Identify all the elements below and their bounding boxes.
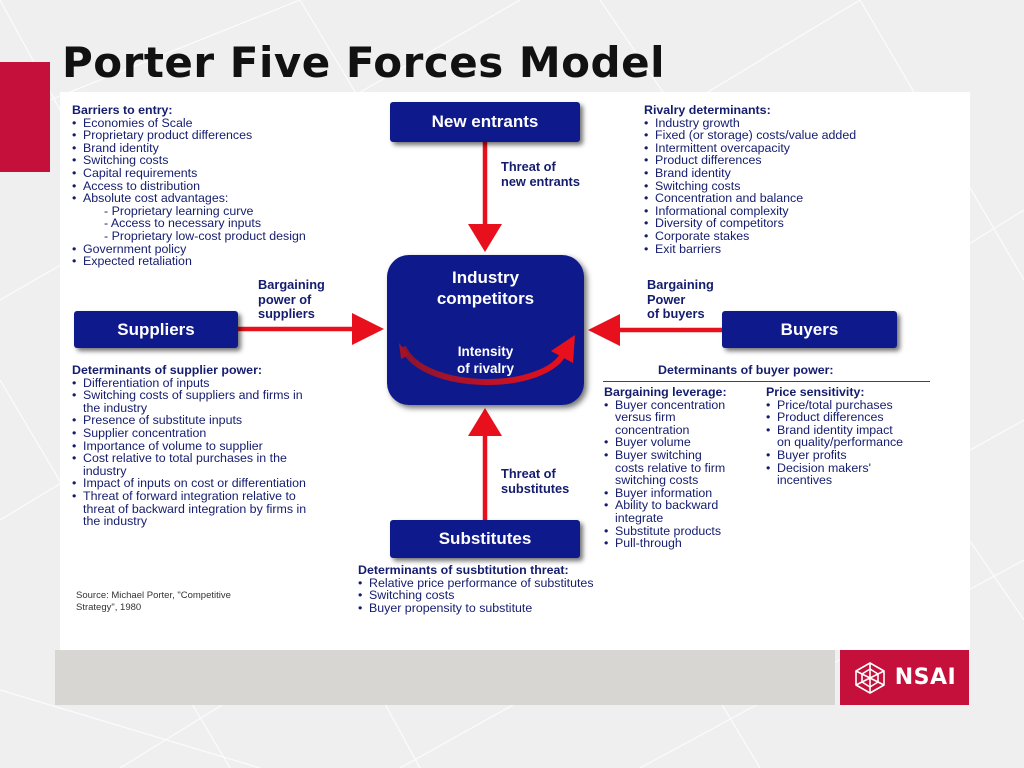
rivalry-arrow xyxy=(399,335,575,385)
arrowhead-right xyxy=(352,313,384,345)
industry-competitors-label: Industry competitors xyxy=(436,268,535,308)
rivalry-determinants-block: Rivalry determinants: Industry growth Fi… xyxy=(644,104,944,255)
list-item: Intermittent overcapacity xyxy=(644,142,944,155)
arrowhead-left xyxy=(588,314,620,346)
list-item: Impact of inputs on cost or differentiat… xyxy=(72,477,372,490)
list-item: Buyer information xyxy=(604,487,764,500)
nsai-logo: NSAI xyxy=(840,650,969,705)
list-item: Corporate stakes xyxy=(644,230,944,243)
list-item: Relative price performance of substitute… xyxy=(358,576,678,590)
threat-substitutes-label: Threat of substitutes xyxy=(501,466,570,496)
list-item: Price/total purchases xyxy=(766,398,966,412)
barriers-to-entry-block: Barriers to entry: Economies of Scale Pr… xyxy=(72,104,372,268)
list-item: Switching costs xyxy=(644,179,944,193)
source-citation: Source: Michael Porter, "Competitive Str… xyxy=(76,590,231,613)
footer-bar xyxy=(55,650,835,705)
geodesic-polyhedron-icon xyxy=(854,661,885,694)
buyer-power-divider xyxy=(603,381,930,382)
suppliers-box: Suppliers xyxy=(74,311,238,348)
substitution-threat-heading: Determinants of susbtitution threat: xyxy=(358,563,569,577)
list-item: Industry growth xyxy=(644,116,944,130)
list-item: Government policy xyxy=(72,242,372,256)
industry-competitors-box: Industry competitors Intensity of rivalr… xyxy=(387,255,584,405)
list-item: Fixed (or storage) costs/value added xyxy=(644,129,944,142)
sub-list-item: - Access to necessary inputs xyxy=(104,216,262,231)
list-item: Switching costs of suppliers and firms i… xyxy=(72,389,372,414)
list-item: Brand identity xyxy=(72,142,372,155)
price-sensitivity-block: Price sensitivity: Price/total purchases… xyxy=(766,386,966,487)
list-item: Substitute products xyxy=(604,524,764,538)
list-item: Importance of volume to supplier xyxy=(72,439,372,453)
list-item: Informational complexity xyxy=(644,205,944,218)
title-accent-bar xyxy=(0,62,50,172)
list-item: Switching costs xyxy=(72,154,372,167)
new-entrants-box: New entrants xyxy=(390,102,580,142)
buyers-box: Buyers xyxy=(722,311,897,348)
list-item: Brand identity impact on quality/perform… xyxy=(766,423,966,449)
buyer-power-label: Bargaining Power of buyers xyxy=(647,277,714,321)
sub-list-item: - Proprietary learning curve xyxy=(104,203,254,218)
list-item: Switching costs xyxy=(358,589,678,602)
list-item: Differentiation of inputs xyxy=(72,376,372,390)
list-item: Supplier concentration xyxy=(72,427,372,440)
list-item: Access to distribution xyxy=(72,179,372,193)
list-item: Decision makers' incentives xyxy=(766,461,966,487)
list-item: Absolute cost advantages: xyxy=(72,192,372,205)
list-item: Buyer concentration versus firm concentr… xyxy=(604,398,764,437)
arrowhead-up xyxy=(468,408,502,436)
list-item: Buyer switching costs relative to firm s… xyxy=(604,449,764,487)
list-item: Buyer propensity to substitute xyxy=(358,602,678,615)
logo-text: NSAI xyxy=(894,665,957,690)
list-item: Exit barriers xyxy=(644,242,944,256)
list-item: Cost relative to total purchases in the … xyxy=(72,452,372,477)
supplier-power-heading: Determinants of supplier power: xyxy=(72,363,263,377)
list-item: Proprietary product differences xyxy=(72,129,372,142)
sub-list-item: - Proprietary low-cost product design xyxy=(104,228,306,243)
list-item: Concentration and balance xyxy=(644,192,944,205)
list-item: Buyer volume xyxy=(604,436,764,449)
price-sensitivity-heading: Price sensitivity: xyxy=(766,385,865,399)
list-item: Pull-through xyxy=(604,537,764,550)
list-item: Product differences xyxy=(766,411,966,424)
substitution-threat-block: Determinants of susbtitution threat: Rel… xyxy=(358,564,678,614)
list-item: Threat of forward integration relative t… xyxy=(72,490,372,528)
list-item: Economies of Scale xyxy=(72,116,372,130)
force-arrows xyxy=(238,142,722,520)
supplier-power-block: Determinants of supplier power: Differen… xyxy=(72,364,372,528)
list-item: Product differences xyxy=(644,154,944,167)
buyer-power-heading: Determinants of buyer power: xyxy=(658,363,834,377)
intensity-of-rivalry-label: Intensity of rivalry xyxy=(456,344,515,376)
rivalry-determinants-heading: Rivalry determinants: xyxy=(644,103,771,117)
barriers-heading: Barriers to entry: xyxy=(72,103,173,117)
list-item: Ability to backward integrate xyxy=(604,499,764,524)
bargaining-leverage-block: Bargaining leverage: Buyer concentration… xyxy=(604,386,764,550)
supplier-power-label: Bargaining power of suppliers xyxy=(258,277,325,321)
five-forces-diagram: New entrants Suppliers Buyers Substitute… xyxy=(60,92,970,650)
list-item: Brand identity xyxy=(644,167,944,180)
bargaining-leverage-heading: Bargaining leverage: xyxy=(604,385,727,399)
list-item: Diversity of competitors xyxy=(644,217,944,230)
list-item: Capital requirements xyxy=(72,167,372,180)
list-item: Buyer profits xyxy=(766,449,966,462)
slide-title: Porter Five Forces Model xyxy=(62,38,665,87)
list-item: Presence of substitute inputs xyxy=(72,414,372,427)
threat-new-entrants-label: Threat of new entrants xyxy=(501,159,580,189)
substitutes-box: Substitutes xyxy=(390,520,580,558)
arrowhead-down xyxy=(468,224,502,252)
list-item: Expected retaliation xyxy=(72,255,372,268)
